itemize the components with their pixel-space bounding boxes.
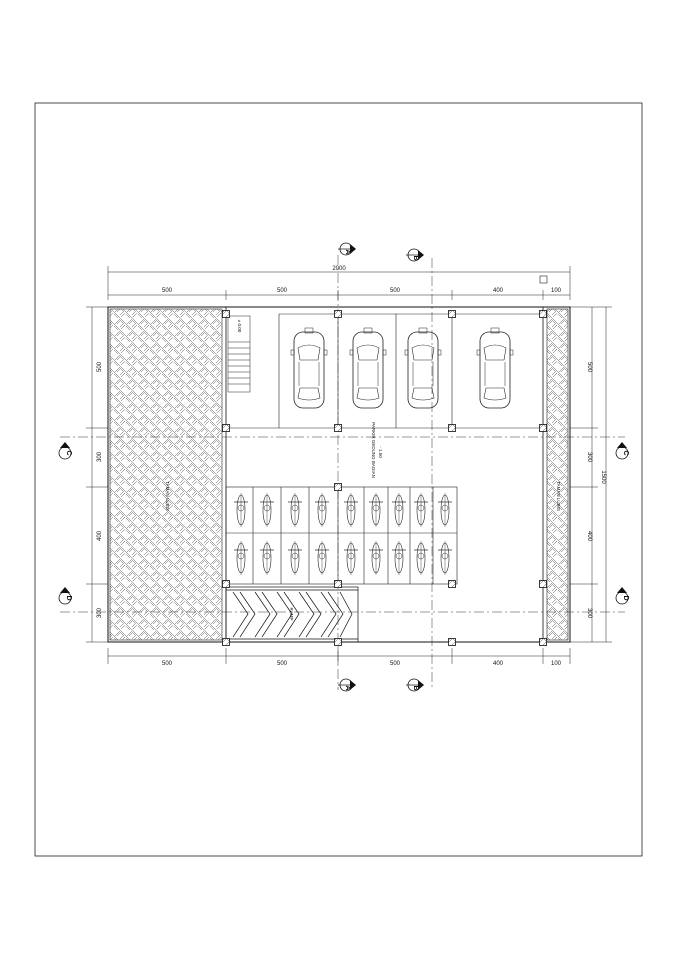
stair bbox=[227, 315, 251, 393]
motorcycle-12 bbox=[287, 540, 303, 576]
grid-d-right-label: D bbox=[622, 595, 629, 600]
motorcycle-11 bbox=[259, 540, 275, 576]
section-marker-b-top bbox=[406, 248, 424, 262]
motorcycle-16 bbox=[391, 540, 407, 576]
section-b-bottom-label: B bbox=[412, 685, 419, 690]
section-marker-a-bottom bbox=[338, 678, 356, 692]
section-marker-b-bottom bbox=[406, 678, 424, 692]
section-a-top-label: A bbox=[344, 249, 351, 254]
garden-right bbox=[546, 308, 569, 641]
dim-top-3: 500 bbox=[390, 288, 401, 294]
motorcycle-5 bbox=[343, 492, 359, 528]
motorcycle-15 bbox=[368, 540, 384, 576]
dim-total-top: 2000 bbox=[332, 266, 346, 272]
parking-area-level: - 1.50 bbox=[378, 446, 383, 458]
grid-bubble-d-left bbox=[58, 587, 72, 605]
ramp-label: RAMP bbox=[289, 607, 294, 620]
car-2 bbox=[349, 327, 387, 409]
grid-bubble-c-left bbox=[58, 442, 72, 460]
car-3 bbox=[404, 327, 442, 409]
parking-area-label: PARKIR GEDUNG BAGIAN bbox=[371, 422, 376, 478]
motorcycle-13 bbox=[314, 540, 330, 576]
dim-right-4: 300 bbox=[586, 608, 592, 619]
garden-right-label: TAMAN LUBIS bbox=[556, 481, 561, 511]
motorcycle-14 bbox=[343, 540, 359, 576]
stair-level-label: ± 0.00 bbox=[237, 320, 242, 333]
dim-right-1: 500 bbox=[586, 362, 592, 373]
section-marker-a-top bbox=[338, 242, 356, 256]
dim-right-2: 300 bbox=[586, 452, 592, 463]
section-b-top-label: B bbox=[412, 255, 419, 260]
dim-bottom-5: 100 bbox=[551, 661, 562, 667]
motorcycle-7 bbox=[391, 492, 407, 528]
car-1 bbox=[290, 327, 328, 409]
dim-left-4: 300 bbox=[97, 607, 103, 618]
garden-left bbox=[109, 308, 223, 641]
top-dimensions bbox=[107, 266, 571, 300]
motorcycle-18 bbox=[437, 540, 453, 576]
motorcycle-17 bbox=[413, 540, 429, 576]
grid-d-left-label: D bbox=[65, 595, 72, 600]
section-a-bottom-label: A bbox=[344, 685, 351, 690]
garden-left-label: TAMAN LUBIS bbox=[165, 481, 170, 511]
right-dimensions bbox=[570, 306, 612, 643]
grid-bubble-c-right bbox=[615, 442, 629, 460]
dim-left-2: 300 bbox=[97, 451, 103, 462]
dim-bottom-2: 500 bbox=[277, 661, 288, 667]
motorcycle-10 bbox=[233, 540, 249, 576]
dim-left-1: 500 bbox=[97, 361, 103, 372]
ramp bbox=[225, 586, 359, 643]
dim-bottom-3: 500 bbox=[390, 661, 401, 667]
dim-top-2: 500 bbox=[277, 288, 288, 294]
car-4 bbox=[476, 327, 514, 409]
grid-axes bbox=[60, 255, 625, 690]
dim-top-4: 400 bbox=[493, 288, 504, 294]
motorcycle-2 bbox=[259, 492, 275, 528]
dim-left-3: 400 bbox=[97, 530, 103, 541]
dim-right-total: 1500 bbox=[600, 470, 606, 484]
motorcycle-4 bbox=[314, 492, 330, 528]
grid-c-right-label: C bbox=[622, 450, 629, 455]
motorcycle-9 bbox=[437, 492, 453, 528]
motorcycle-6 bbox=[368, 492, 384, 528]
motorcycle-8 bbox=[413, 492, 429, 528]
dim-top-5: 100 bbox=[551, 288, 562, 294]
dim-bottom-1: 500 bbox=[162, 661, 173, 667]
left-dimensions bbox=[86, 306, 108, 643]
dim-top-1: 500 bbox=[162, 288, 173, 294]
grid-bubble-d-right bbox=[615, 587, 629, 605]
motorcycle-3 bbox=[287, 492, 303, 528]
motorcycle-1 bbox=[233, 492, 249, 528]
grid-c-left-label: C bbox=[65, 450, 72, 455]
sheet-border bbox=[34, 102, 643, 857]
dim-bottom-4: 400 bbox=[493, 661, 504, 667]
dim-right-3: 400 bbox=[586, 531, 592, 542]
